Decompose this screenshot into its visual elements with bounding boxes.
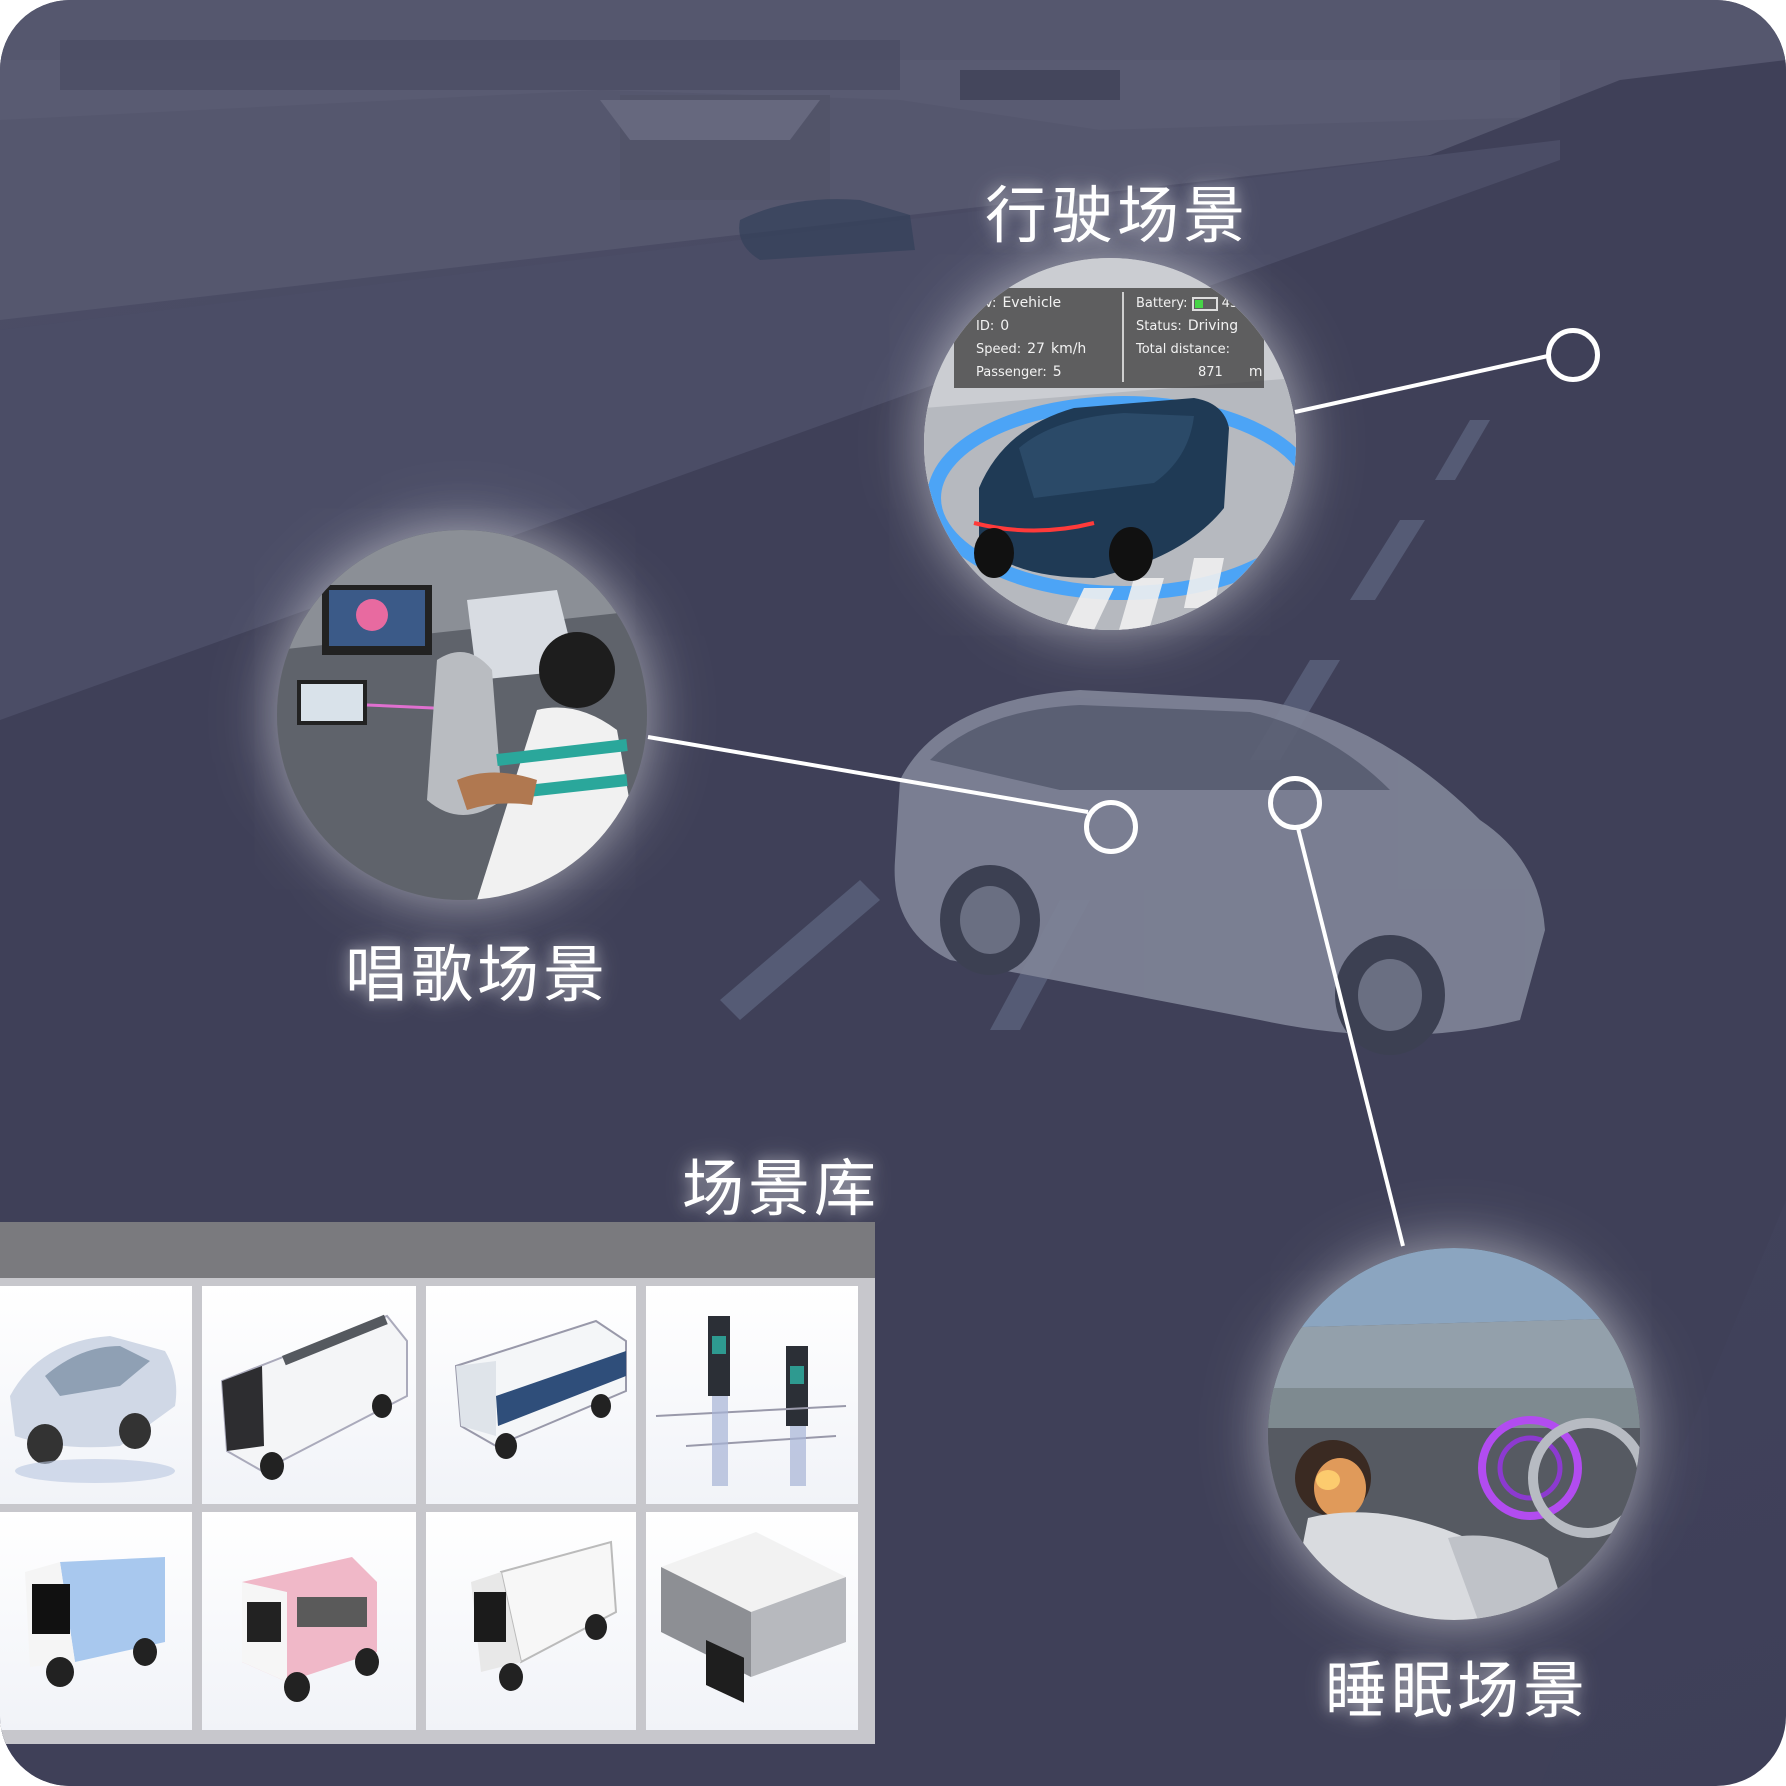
hud-battery-value: 43 % xyxy=(1221,296,1255,311)
scene-library-header-bar xyxy=(0,1222,875,1278)
hud-distance-unit: m xyxy=(1248,364,1263,380)
hud-status-label: Status: xyxy=(1136,319,1182,334)
hud-type-value: Evehicle xyxy=(1002,295,1062,311)
driving-connector-node[interactable] xyxy=(1546,328,1600,382)
hud-status-value: Driving xyxy=(1187,318,1239,334)
hud-id-value: 0 xyxy=(1000,318,1010,334)
library-item-cargo-truck-white[interactable] xyxy=(426,1512,636,1730)
hud-speed-unit: km/h xyxy=(1050,341,1087,357)
vehicle-hud-panel: EV: Evehicle ID: 0 Speed: 27 km/h Passenger:… xyxy=(954,288,1264,388)
suv-car-icon xyxy=(10,1336,177,1483)
library-item-suv-car[interactable] xyxy=(0,1286,192,1504)
battery-icon xyxy=(1191,296,1218,311)
hud-distance-value: 871 xyxy=(1198,365,1223,380)
minibus-pink-icon xyxy=(242,1557,379,1702)
hud-distance-label: Total distance: xyxy=(1136,342,1230,357)
singing-scene-title: 唱歌场景 xyxy=(345,938,610,1011)
sleeping-connector-node[interactable] xyxy=(1268,776,1322,830)
cargo-truck-white-icon xyxy=(471,1540,618,1691)
library-item-delivery-van-blue[interactable] xyxy=(0,1512,192,1730)
singing-scene-thumbnail[interactable] xyxy=(277,530,647,900)
car-interior-sleeping-illustration xyxy=(1268,1248,1640,1620)
hud-speed-label: Speed: xyxy=(976,342,1022,357)
delivery-van-blue-icon xyxy=(25,1557,165,1687)
sleeping-scene-title: 睡眠场景 xyxy=(1325,1654,1590,1727)
scene-library-grid xyxy=(0,1286,868,1736)
driving-scene-thumbnail[interactable]: EV: Evehicle ID: 0 Speed: 27 km/h Passenger:… xyxy=(924,258,1296,630)
hud-speed-value: 27 xyxy=(1027,341,1045,357)
scene-library-panel xyxy=(0,1222,875,1744)
sleeping-scene-thumbnail[interactable] xyxy=(1268,1248,1640,1620)
hud-passenger-value: 5 xyxy=(1052,364,1062,380)
library-item-garage-building[interactable] xyxy=(646,1512,858,1730)
library-item-city-bus[interactable] xyxy=(426,1286,636,1504)
library-item-charging-pile[interactable] xyxy=(646,1286,858,1504)
city-bus-icon xyxy=(454,1319,627,1459)
driving-car-illustration xyxy=(924,258,1296,630)
hud-passenger-label: Passenger: xyxy=(976,365,1047,380)
hud-battery-label: Battery: xyxy=(1136,296,1188,311)
library-item-coach-bus[interactable] xyxy=(202,1286,416,1504)
coach-bus-icon xyxy=(220,1314,408,1480)
library-item-minibus-pink[interactable] xyxy=(202,1512,416,1730)
driving-scene-title: 行驶场景 xyxy=(985,179,1250,252)
hud-type-label: EV: xyxy=(976,296,997,311)
charging-pile-icon xyxy=(655,1316,847,1486)
scene-library-title: 场景库 xyxy=(682,1152,881,1225)
garage-building-icon xyxy=(661,1532,846,1703)
singing-connector-node[interactable] xyxy=(1084,800,1138,854)
car-interior-singing-illustration xyxy=(277,530,647,900)
hud-id-label: ID: xyxy=(976,319,995,334)
